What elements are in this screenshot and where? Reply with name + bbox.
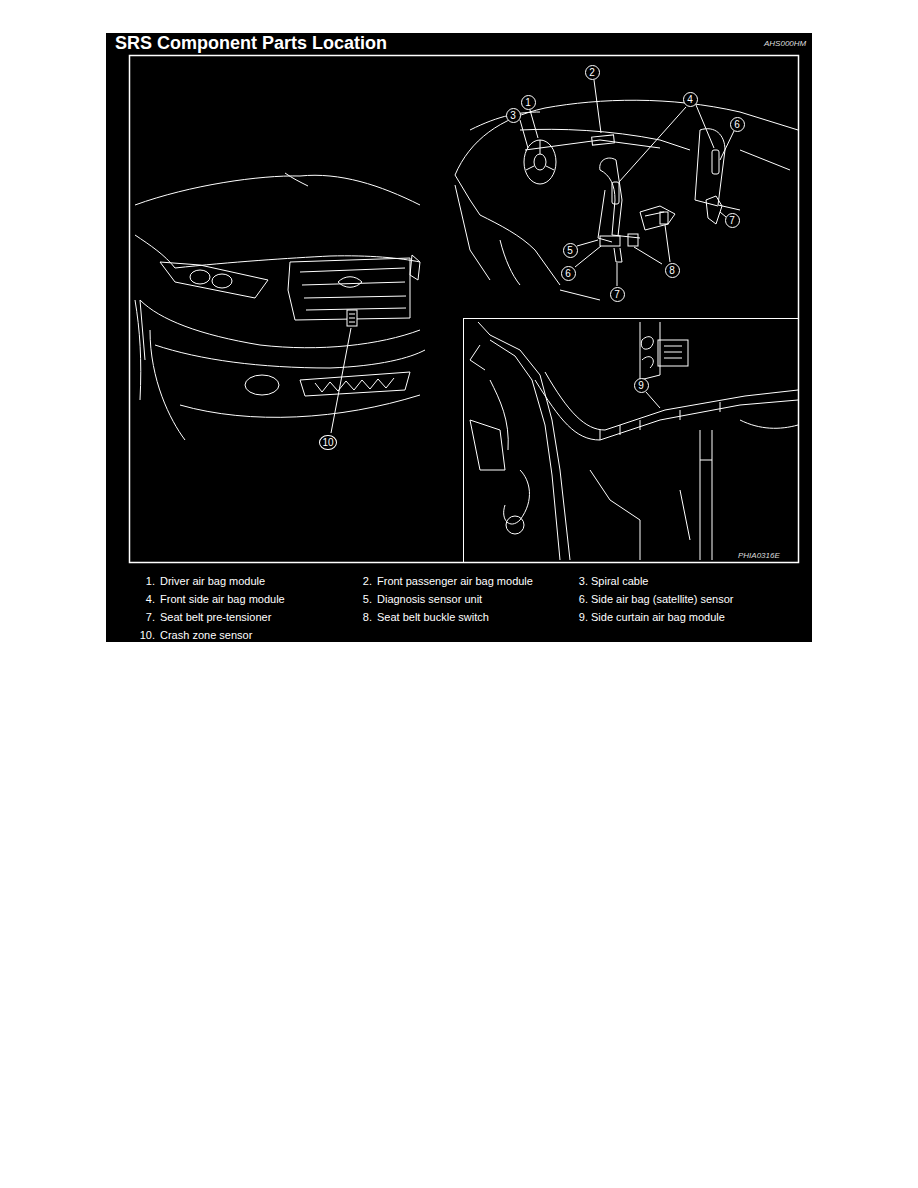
part-name: Crash zone sensor: [160, 629, 252, 641]
leader-line: [575, 246, 601, 267]
leader-line: [619, 107, 686, 182]
vehicle-front: [135, 173, 425, 440]
leader-line: [594, 80, 601, 133]
leader-line: [665, 225, 670, 262]
list-number: 3.: [560, 575, 588, 587]
list-number: 9.: [560, 611, 588, 623]
callout-number: 6: [730, 117, 745, 132]
list-number: 5.: [344, 593, 372, 605]
vehicle-interior: [455, 80, 798, 300]
callout-number: 2: [585, 65, 600, 80]
callout-number: 5: [563, 243, 578, 258]
figure-code: AHS000HM: [764, 40, 806, 49]
callout-number: 7: [610, 287, 625, 302]
list-number: 10.: [127, 629, 155, 641]
leader-line: [646, 392, 660, 408]
frame: [130, 56, 799, 563]
callout-number: 3: [506, 108, 521, 123]
list-number: 7.: [127, 611, 155, 623]
callout-number: 8: [665, 263, 680, 278]
leader-line: [530, 110, 538, 138]
list-number: 4.: [127, 593, 155, 605]
part-name: Side curtain air bag module: [591, 611, 725, 623]
leader-line: [331, 328, 351, 433]
callout-number: 9: [634, 378, 649, 393]
callout-number: 6: [561, 266, 576, 281]
black-panel: [106, 33, 812, 642]
callout-number: 4: [683, 92, 698, 107]
part-name: Spiral cable: [591, 575, 648, 587]
part-name: Driver air bag module: [160, 575, 265, 587]
diagram-title: SRS Component Parts Location: [115, 34, 387, 54]
leader-line: [696, 105, 714, 148]
leader-line: [634, 247, 662, 264]
part-name: Front side air bag module: [160, 593, 285, 605]
part-name: Side air bag (satellite) sensor: [591, 593, 733, 605]
list-number: 8.: [344, 611, 372, 623]
part-name: Front passenger air bag module: [377, 575, 533, 587]
figure-code: PHIA0316E: [738, 552, 780, 561]
list-number: 6.: [560, 593, 588, 605]
part-name: Diagnosis sensor unit: [377, 593, 482, 605]
part-name: Seat belt pre-tensioner: [160, 611, 271, 623]
part-name: Seat belt buckle switch: [377, 611, 489, 623]
leader-line: [520, 120, 528, 148]
callout-number: 7: [725, 213, 740, 228]
leader-line: [720, 131, 734, 160]
callout-number: 1: [521, 95, 536, 110]
list-number: 2.: [344, 575, 372, 587]
callout-number: 10: [319, 435, 336, 450]
leader-line: [617, 263, 618, 286]
leader-line: [577, 240, 598, 246]
list-number: 1.: [127, 575, 155, 587]
roof-rail-detail: [464, 319, 799, 563]
